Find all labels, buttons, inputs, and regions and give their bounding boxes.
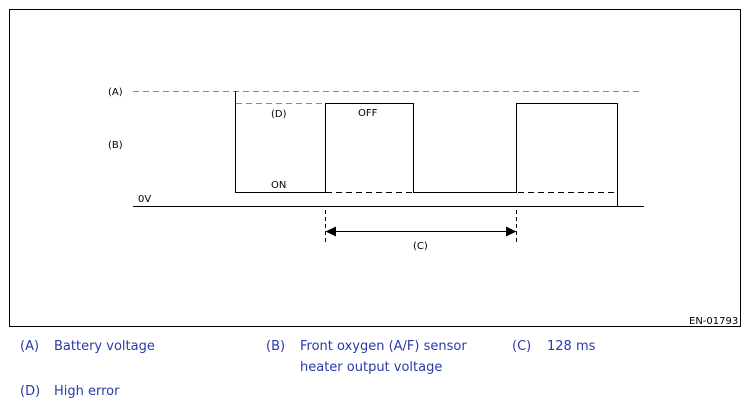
legend-c-text: 128 ms xyxy=(547,339,596,354)
heater-voltage-waveform xyxy=(235,91,618,206)
label-c: (C) xyxy=(413,241,428,252)
legend-d-text: High error xyxy=(54,384,120,399)
arrow-right-icon xyxy=(506,226,517,237)
legend-a-key: (A) xyxy=(20,339,40,354)
label-a: (A) xyxy=(108,87,123,98)
label-d: (D) xyxy=(271,109,287,120)
figure-code: EN-01793 xyxy=(689,316,738,327)
legend-b-text-2: heater output voltage xyxy=(300,360,443,375)
label-off: OFF xyxy=(358,108,378,119)
label-zero-volt: 0V xyxy=(138,194,151,205)
label-on: ON xyxy=(271,180,286,191)
arrow-left-icon xyxy=(325,226,336,237)
legend-c-key: (C) xyxy=(512,339,532,354)
legend-d-key: (D) xyxy=(20,384,41,399)
diagram-frame xyxy=(9,9,741,327)
legend-b-text-1: Front oxygen (A/F) sensor xyxy=(300,339,467,354)
legend-a-text: Battery voltage xyxy=(54,339,155,354)
label-b: (B) xyxy=(108,140,123,151)
legend-b-key: (B) xyxy=(266,339,286,354)
